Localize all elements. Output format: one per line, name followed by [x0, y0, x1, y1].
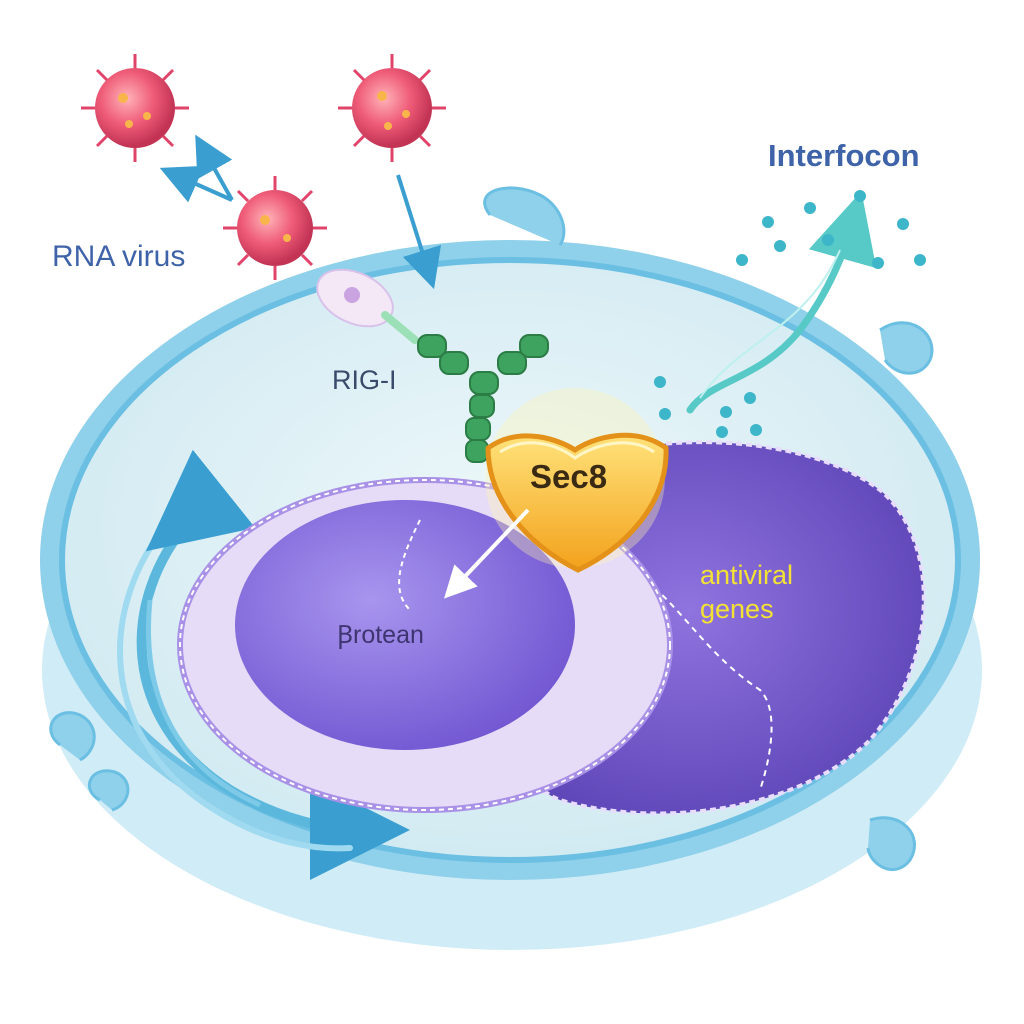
- sec8-label: Sec8: [530, 458, 608, 495]
- shield-icon: [485, 388, 669, 573]
- arrow-icon: [443, 508, 530, 599]
- interferon-dot-icon: [654, 190, 926, 438]
- interferon-label: Interfocon: [768, 138, 920, 173]
- viral-rna-icon: [316, 268, 419, 344]
- virus-icon: [338, 54, 446, 162]
- rna-virus-label: RNA virus: [52, 240, 186, 273]
- protein-label: Ꞵrotean: [337, 621, 424, 649]
- interferon-export: [686, 191, 877, 414]
- virus-icon: [81, 54, 189, 162]
- antiviral-genes-label: antiviral genes: [700, 558, 793, 626]
- protein-compartment: [177, 477, 673, 813]
- recycling-arrows: [117, 449, 410, 880]
- receptor-icon: [417, 334, 549, 463]
- antiviral-label-line2: genes: [700, 594, 774, 624]
- rig-i-label: RIG-I: [332, 365, 397, 395]
- virus-icon: [223, 176, 327, 280]
- antiviral-label-line1: antiviral: [700, 560, 794, 590]
- viral-entry-arrows: [159, 134, 442, 290]
